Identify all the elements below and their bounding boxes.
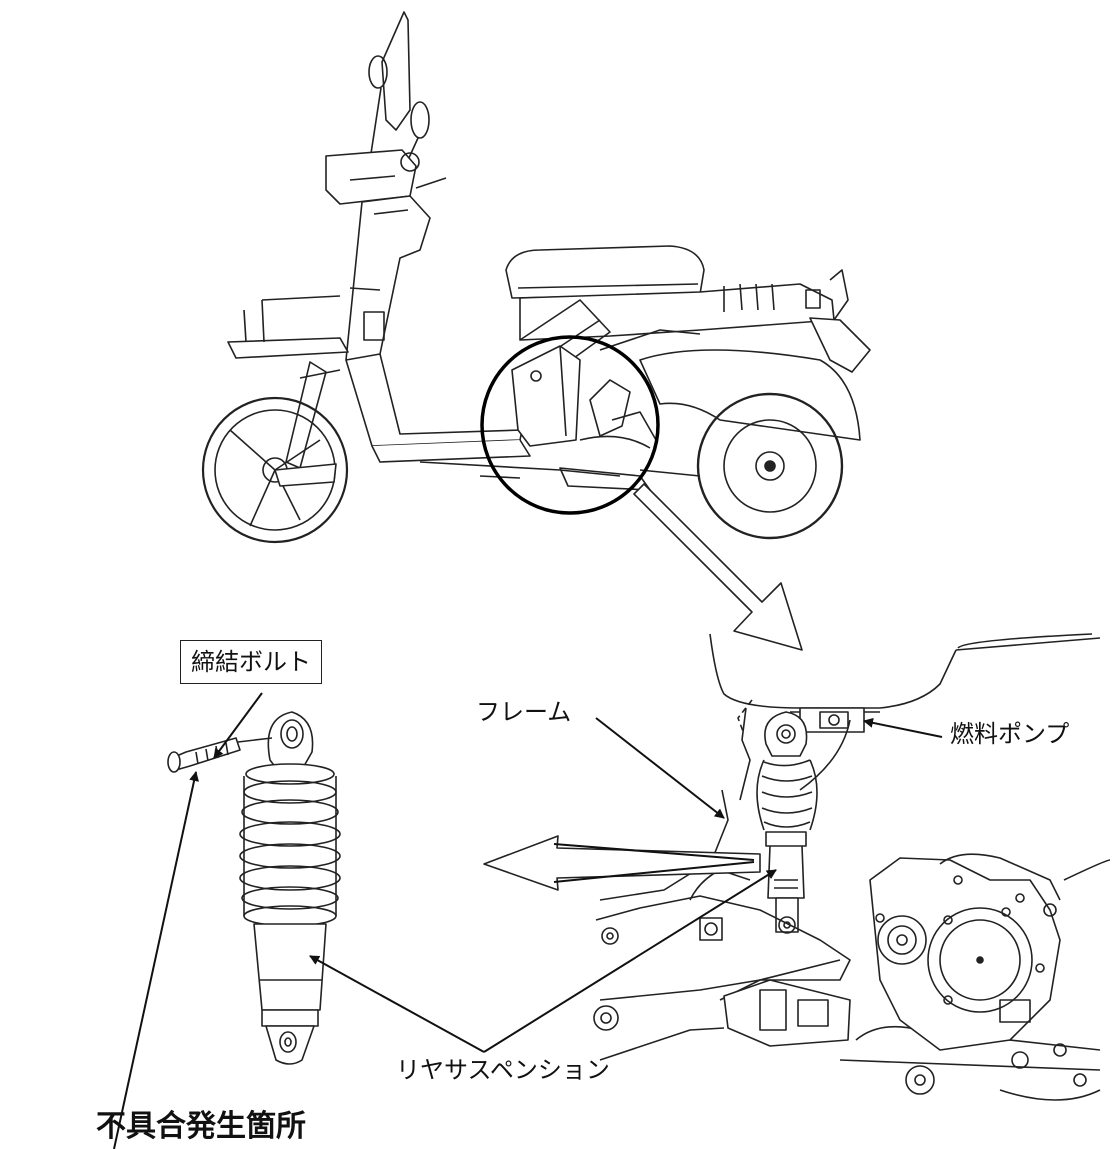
fuel-pump-leader-arrow: [863, 717, 943, 738]
leader-lines: [113, 692, 943, 1149]
suspension-leader-arrow-right: [483, 869, 777, 1053]
spring-leader-line-1: [553, 843, 755, 861]
bolt-label: 締結ボルト: [180, 640, 322, 684]
spring-leader-line-2: [553, 861, 755, 883]
frame-leader-arrow: [595, 717, 725, 819]
rear-suspension-label: リヤサスペンション: [396, 1056, 610, 1084]
left-hollow-arrow: [483, 835, 761, 891]
closeup-illustration: [593, 633, 1111, 1101]
fuel-pump-label: 燃料ポンプ: [950, 720, 1070, 748]
suspension-leader-arrow-left: [309, 955, 485, 1053]
failure-leader-arrow: [113, 771, 199, 1149]
rear-suspension-part: [167, 711, 341, 1065]
highlight-circle: [480, 335, 660, 515]
frame-label: フレーム: [476, 698, 572, 726]
zoom-callout-arrow: [633, 483, 803, 651]
failure-location-label: 不具合発生箇所: [96, 1109, 306, 1144]
scooter-illustration: [201, 11, 871, 544]
bolt-leader-arrow: [213, 692, 263, 759]
